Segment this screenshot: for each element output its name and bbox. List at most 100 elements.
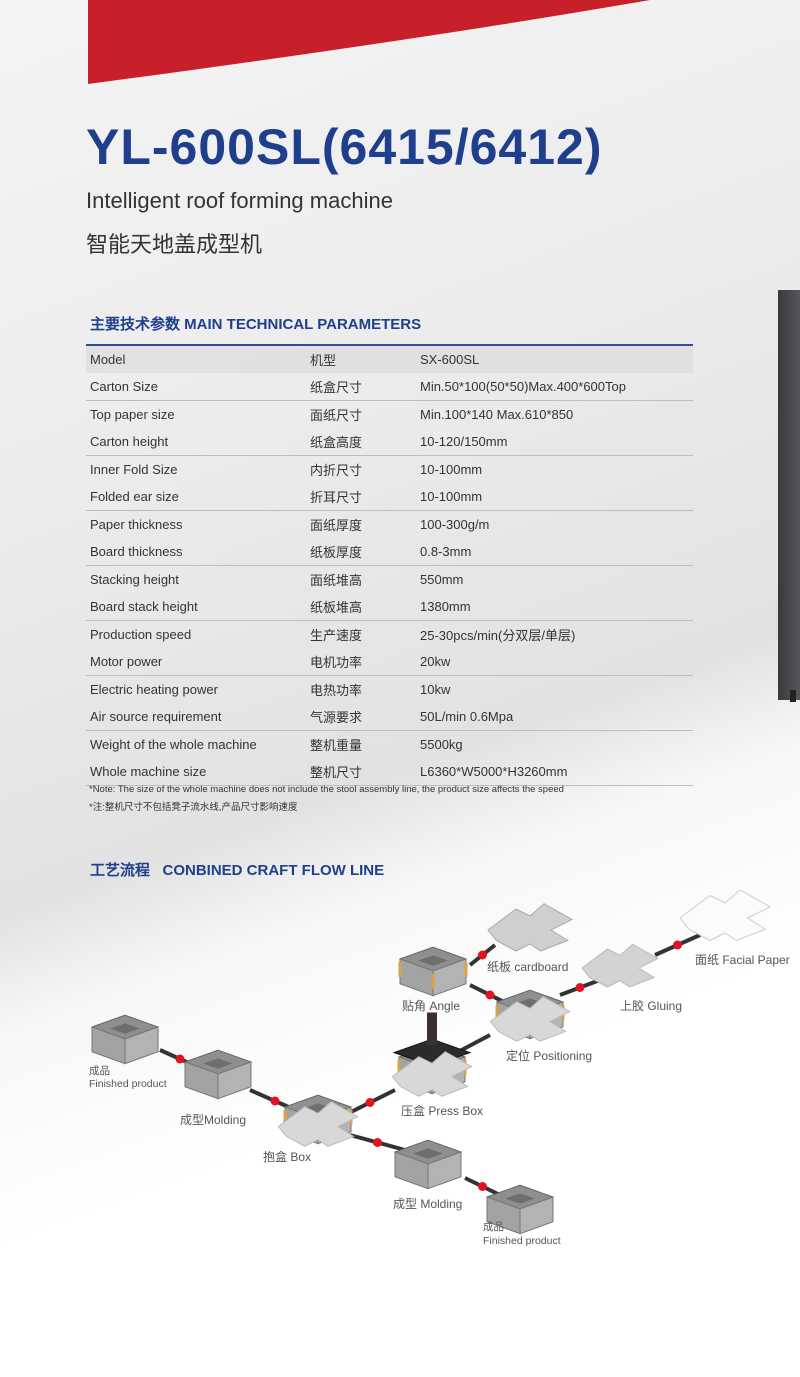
param-label-zh: 内折尺寸 bbox=[310, 463, 363, 478]
param-row: Weight of the whole machine 整机重量 5500kg bbox=[86, 731, 693, 758]
param-label-zh: 纸盒高度 bbox=[310, 435, 363, 450]
molding-box-bottom bbox=[393, 1139, 463, 1190]
paper-sheet bbox=[277, 1101, 359, 1147]
flow-arrow-icon bbox=[478, 1182, 487, 1191]
param-row: Board stack height 纸板堆高 1380mm bbox=[86, 593, 693, 621]
params-table: Model 机型 SX-600SL Carton Size 纸盒尺寸 Min.50*100… bbox=[86, 344, 693, 786]
param-row: Paper thickness 面纸厚度 100-300g/m bbox=[86, 511, 693, 538]
param-label-en: Carton Size bbox=[90, 379, 158, 394]
param-label-en: Whole machine size bbox=[90, 764, 207, 779]
label-facial-paper: 面纸 Facial Paper bbox=[695, 953, 790, 967]
param-label-zh: 整机尺寸 bbox=[310, 765, 363, 780]
param-value: 10-120/150mm bbox=[420, 434, 508, 449]
param-label-zh: 面纸尺寸 bbox=[310, 408, 363, 423]
param-row: Top paper size 面纸尺寸 Min.100*140 Max.610*85… bbox=[86, 401, 693, 428]
flow-arrow-icon bbox=[270, 1096, 280, 1106]
paper-sheet bbox=[679, 890, 772, 942]
param-label-en: Inner Fold Size bbox=[90, 462, 178, 477]
label-finished-left-zh: 成品 bbox=[89, 1065, 110, 1077]
param-label-en: Board stack height bbox=[90, 599, 198, 614]
craft-flow-diagram bbox=[90, 890, 772, 1235]
param-value: SX-600SL bbox=[420, 352, 480, 367]
flow-arrow-icon bbox=[365, 1098, 375, 1107]
label-cardboard: 纸板 cardboard bbox=[487, 960, 569, 974]
finished-box-left bbox=[90, 1014, 160, 1065]
param-value: 25-30pcs/min(分双层/单层) bbox=[420, 628, 576, 643]
param-label-en: Board thickness bbox=[90, 544, 183, 559]
param-label-en: Carton height bbox=[90, 434, 169, 449]
param-label-en: Weight of the whole machine bbox=[90, 737, 257, 752]
param-row: Carton height 纸盒高度 10-120/150mm bbox=[86, 428, 693, 456]
subtitle-en: Intelligent roof forming machine bbox=[86, 188, 393, 213]
flow-arrow-icon bbox=[373, 1138, 382, 1147]
red-banner bbox=[88, 0, 650, 84]
param-row: Board thickness 纸板厚度 0.8-3mm bbox=[86, 538, 693, 566]
param-label-en: Stacking height bbox=[90, 572, 179, 587]
label-press-box: 压盒 Press Box bbox=[401, 1104, 484, 1118]
flow-arrow-icon bbox=[673, 940, 682, 950]
param-label-zh: 纸盒尺寸 bbox=[310, 380, 363, 395]
param-value: 100-300g/m bbox=[420, 517, 490, 532]
param-value: Min.50*100(50*50)Max.400*600Top bbox=[420, 379, 626, 394]
param-label-zh: 电热功率 bbox=[310, 683, 363, 698]
paper-sheet bbox=[487, 903, 574, 952]
paper-sheet bbox=[581, 943, 660, 988]
press-piston bbox=[427, 1012, 437, 1046]
label-molding-left: 成型Molding bbox=[180, 1113, 247, 1127]
flow-arrow-icon bbox=[478, 950, 487, 960]
param-label-zh: 机型 bbox=[310, 353, 337, 368]
params-section-title: 主要技术参数 MAIN TECHNICAL PARAMETERS bbox=[90, 316, 422, 333]
param-label-zh: 生产速度 bbox=[310, 628, 363, 643]
param-label-en: Air source requirement bbox=[90, 709, 222, 724]
machine-image-edge bbox=[778, 290, 800, 700]
param-value: 10-100mm bbox=[420, 462, 483, 477]
paper-sheet bbox=[391, 1051, 473, 1097]
product-title: YL-600SL(6415/6412) bbox=[86, 119, 603, 175]
param-row: Electric heating power 电热功率 10kw bbox=[86, 676, 693, 703]
label-finished-bottom-zh: 成品 bbox=[483, 1221, 504, 1233]
param-label-zh: 纸板堆高 bbox=[310, 600, 363, 615]
param-label-en: Paper thickness bbox=[90, 517, 183, 532]
param-value: 10-100mm bbox=[420, 489, 483, 504]
param-label-zh: 纸板厚度 bbox=[310, 545, 363, 560]
param-value: 20kw bbox=[420, 654, 451, 669]
param-label-zh: 折耳尺寸 bbox=[310, 490, 363, 505]
machine-foot bbox=[790, 690, 796, 702]
param-value: 10kw bbox=[420, 682, 451, 697]
param-label-zh: 电机功率 bbox=[310, 655, 363, 670]
label-angle: 贴角 Angle bbox=[402, 999, 461, 1013]
param-row: Stacking height 面纸堆高 550mm bbox=[86, 566, 693, 593]
subtitle-zh: 智能天地盖成型机 bbox=[86, 232, 263, 257]
note-zh: *注:整机尺寸不包括凳子流水线,产品尺寸影响速度 bbox=[89, 802, 298, 813]
label-finished-bottom-en: Finished product bbox=[483, 1235, 561, 1247]
molding-box-left bbox=[183, 1049, 253, 1100]
param-label-zh: 整机重量 bbox=[310, 738, 363, 753]
param-label-en: Top paper size bbox=[90, 407, 175, 422]
param-value: 50L/min 0.6Mpa bbox=[420, 709, 514, 724]
note-en: *Note: The size of the whole machine doe… bbox=[89, 784, 564, 795]
label-finished-left-en: Finished product bbox=[89, 1078, 167, 1090]
param-value: 0.8-3mm bbox=[420, 544, 472, 559]
label-positioning: 定位 Positioning bbox=[506, 1049, 593, 1063]
finished-box-bottom bbox=[485, 1184, 555, 1235]
param-label-zh: 面纸堆高 bbox=[310, 573, 363, 588]
param-label-en: Electric heating power bbox=[90, 682, 218, 697]
param-value: 1380mm bbox=[420, 599, 471, 614]
angle-box bbox=[398, 946, 468, 997]
param-value: 550mm bbox=[420, 572, 464, 587]
flow-section-title: 工艺流程 CONBINED CRAFT FLOW LINE bbox=[90, 862, 385, 879]
label-box: 抱盒 Box bbox=[263, 1150, 312, 1164]
param-label-en: Model bbox=[90, 352, 126, 367]
param-label-zh: 面纸厚度 bbox=[310, 518, 363, 533]
param-row: Inner Fold Size 内折尺寸 10-100mm bbox=[86, 456, 693, 483]
param-label-zh: 气源要求 bbox=[310, 710, 363, 725]
param-value: 5500kg bbox=[420, 737, 463, 752]
param-label-en: Production speed bbox=[90, 627, 192, 642]
param-label-en: Motor power bbox=[90, 654, 163, 669]
flow-arrow-icon bbox=[575, 983, 585, 992]
flow-arrow-icon bbox=[485, 990, 495, 1000]
paper-sheet bbox=[489, 996, 571, 1042]
param-value: Min.100*140 Max.610*850 bbox=[420, 407, 574, 422]
